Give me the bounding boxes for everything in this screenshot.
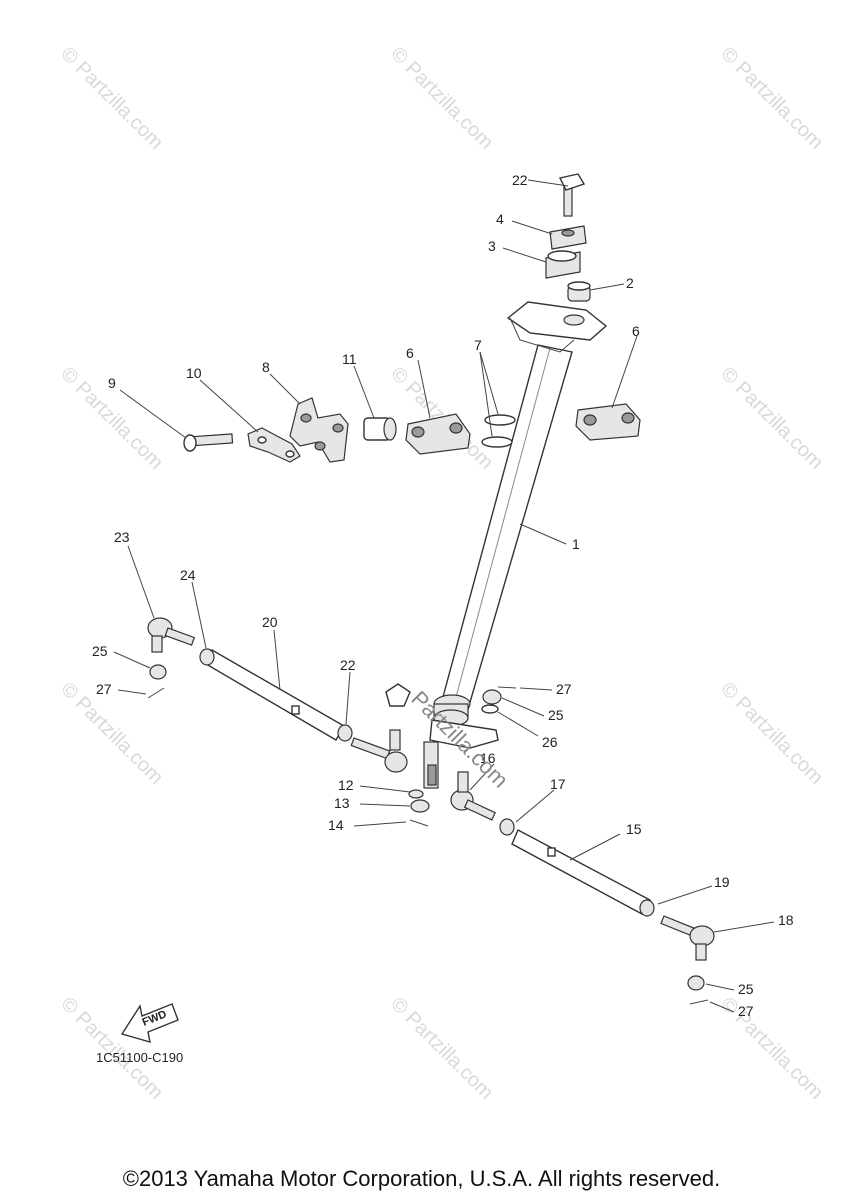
watermark: © Partzilla.com <box>716 993 827 1104</box>
callout-labels: 22 4 3 2 6 6 7 8 9 10 11 1 23 24 20 25 2… <box>92 172 794 1019</box>
callout-6: 6 <box>406 345 414 361</box>
callout-9: 9 <box>108 375 116 391</box>
washers <box>481 414 516 448</box>
callout-25: 25 <box>92 643 108 659</box>
steering-column <box>423 301 608 789</box>
watermark: © Partzilla.com <box>386 43 497 154</box>
callout-26: 26 <box>542 734 558 750</box>
watermarks: © Partzilla.com © Partzilla.com © Partzi… <box>56 43 827 1104</box>
callout-25: 25 <box>738 981 754 997</box>
watermark: © Partzilla.com <box>716 43 827 154</box>
callout-23: 23 <box>114 529 130 545</box>
callout-15: 15 <box>626 821 642 837</box>
leader-lines <box>113 179 775 1013</box>
callout-14: 14 <box>328 817 344 833</box>
callout-24: 24 <box>180 567 196 583</box>
callout-2: 2 <box>626 275 634 291</box>
callout-6: 6 <box>632 323 640 339</box>
callout-8: 8 <box>262 359 270 375</box>
callout-7: 7 <box>474 337 482 353</box>
fwd-arrow: FWD <box>120 1003 179 1043</box>
diagram-code: 1C51100-C190 <box>96 1050 184 1065</box>
watermark: © Partzilla.com <box>386 993 497 1104</box>
callout-27: 27 <box>96 681 112 697</box>
callout-4: 4 <box>496 211 504 227</box>
watermark: © Partzilla.com <box>716 678 827 789</box>
callout-1: 1 <box>572 536 580 552</box>
column-nut-parts <box>481 686 517 714</box>
upper-clamp-parts <box>545 173 591 302</box>
watermark: © Partzilla.com <box>716 363 827 474</box>
center-tie-rod-end <box>350 683 430 827</box>
callout-25: 25 <box>548 707 564 723</box>
callout-13: 13 <box>334 795 350 811</box>
callout-10: 10 <box>186 365 202 381</box>
callout-27: 27 <box>556 681 572 697</box>
callout-16: 16 <box>480 750 496 766</box>
callout-18: 18 <box>778 912 794 928</box>
copyright-notice: ©2013 Yamaha Motor Corporation, U.S.A. A… <box>122 1166 721 1191</box>
callout-3: 3 <box>488 238 496 254</box>
callout-19: 19 <box>714 874 730 890</box>
callout-22: 22 <box>340 657 356 673</box>
watermark: © Partzilla.com <box>56 43 167 154</box>
callout-27: 27 <box>738 1003 754 1019</box>
callout-17: 17 <box>550 776 566 792</box>
callout-20: 20 <box>262 614 278 630</box>
right-tie-rod <box>450 771 715 1005</box>
bracket-parts <box>183 397 397 463</box>
callout-11: 11 <box>342 351 357 367</box>
column-clamps <box>405 403 641 455</box>
left-tie-rod <box>147 617 353 742</box>
callout-12: 12 <box>338 777 354 793</box>
watermark: © Partzilla.com <box>56 993 167 1104</box>
watermark: © Partzilla.com <box>56 678 167 789</box>
callout-5: 22 <box>512 172 528 188</box>
